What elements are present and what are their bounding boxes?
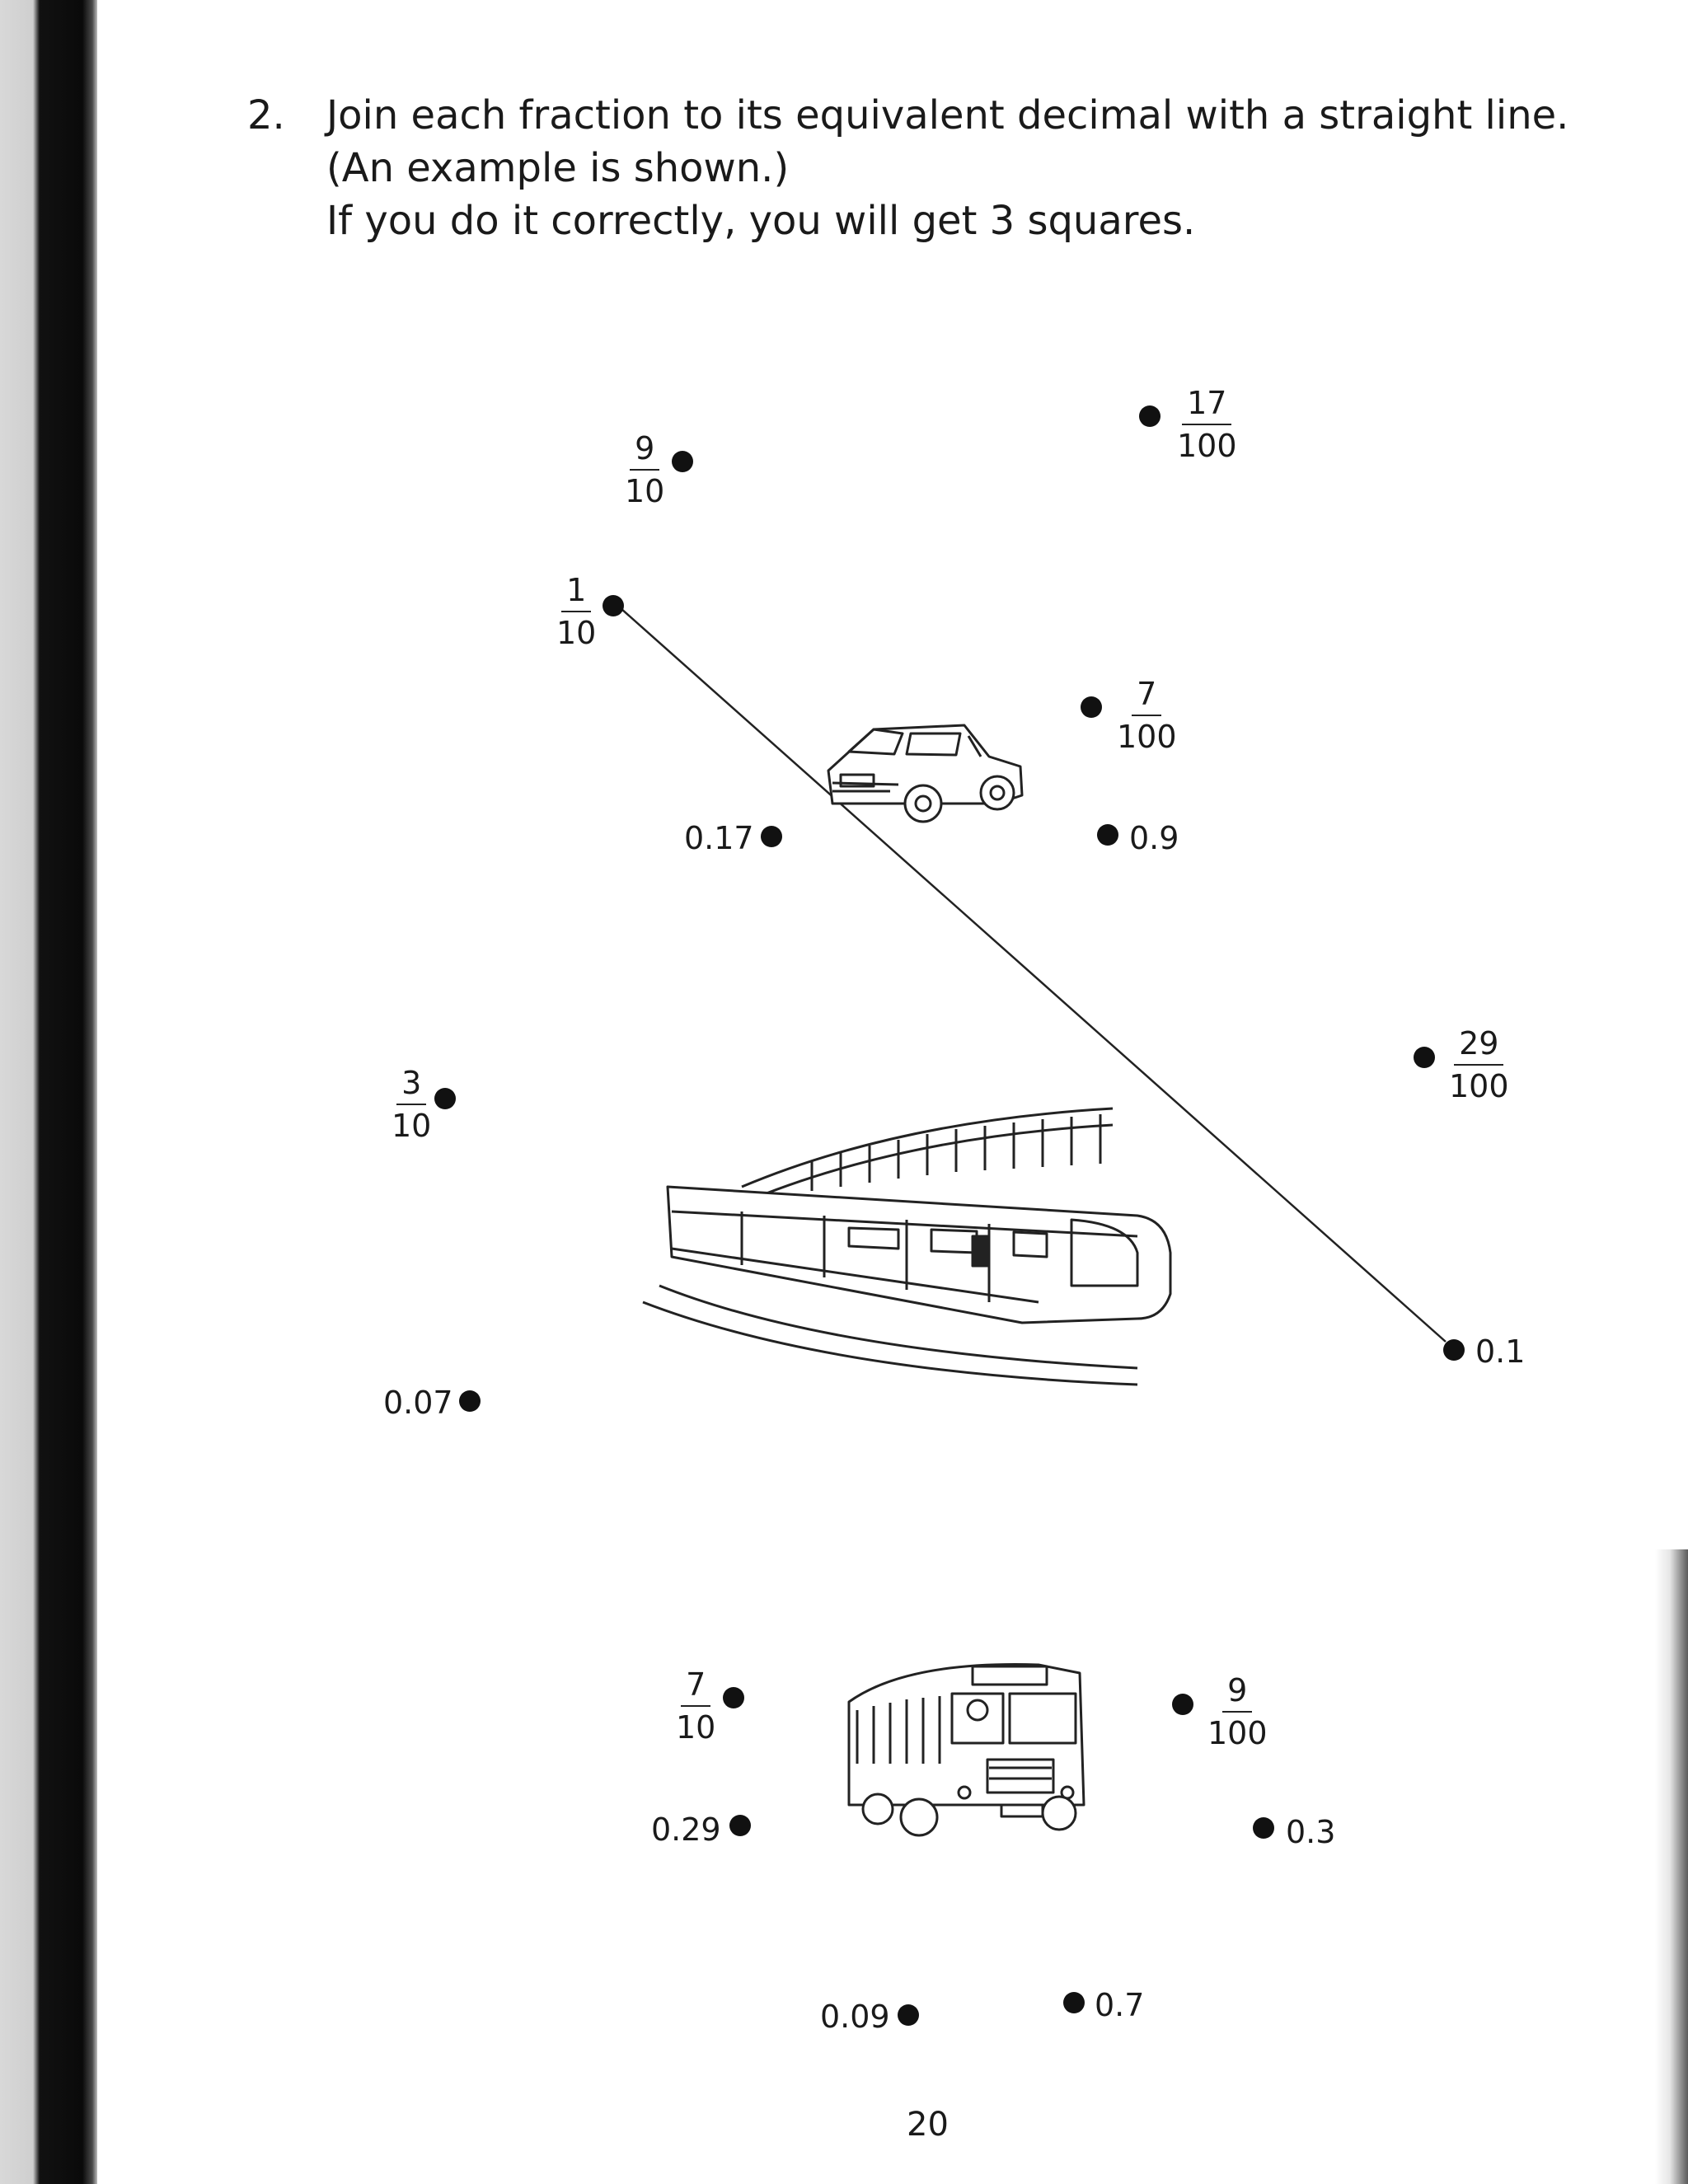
decimal-0-07-point[interactable] <box>459 1390 481 1412</box>
decimal-0-29-point[interactable] <box>729 1815 751 1836</box>
question-hint: If you do it correctly, you will get 3 s… <box>326 198 1196 244</box>
decimal-0-07: 0.07 <box>383 1385 453 1421</box>
train-illustration <box>642 1107 1172 1386</box>
decimal-0-29: 0.29 <box>651 1811 721 1848</box>
bus-illustration <box>847 1663 1085 1837</box>
fraction-1-10-point[interactable] <box>603 595 624 616</box>
decimal-0-7-point[interactable] <box>1063 1992 1085 2013</box>
car-illustration <box>827 724 1024 823</box>
decimal-0-17: 0.17 <box>684 820 754 856</box>
fraction-9-100-point[interactable] <box>1172 1694 1193 1715</box>
fraction-17-100-point[interactable] <box>1139 405 1160 427</box>
decimal-0-3: 0.3 <box>1286 1814 1336 1850</box>
decimal-0-3-point[interactable] <box>1253 1817 1274 1839</box>
question-example-note: (An example is shown.) <box>326 145 790 191</box>
fraction-3-10-point[interactable] <box>434 1088 456 1109</box>
decimal-0-1-point[interactable] <box>1443 1339 1465 1361</box>
decimal-0-09-point[interactable] <box>898 2004 919 2026</box>
fraction-9-10-point[interactable] <box>672 451 693 472</box>
decimal-0-7: 0.7 <box>1095 1987 1145 2023</box>
decimal-0-9-point[interactable] <box>1097 824 1118 846</box>
question-instruction: Join each fraction to its equivalent dec… <box>326 92 1569 138</box>
fraction-29-100-point[interactable] <box>1414 1047 1435 1068</box>
decimal-0-09: 0.09 <box>820 1999 890 2035</box>
decimal-0-1: 0.1 <box>1475 1333 1526 1370</box>
scan-shadow-right <box>1655 1549 1688 2184</box>
page-number: 20 <box>907 2106 949 2144</box>
example-connection-line <box>612 601 1447 1343</box>
fraction-7-100-point[interactable] <box>1081 696 1102 718</box>
decimal-0-17-point[interactable] <box>761 826 782 847</box>
fraction-7-10-point[interactable] <box>723 1687 744 1708</box>
question-number: 2. <box>247 92 285 138</box>
decimal-0-9: 0.9 <box>1129 820 1179 856</box>
scan-shadow-left <box>0 0 97 2184</box>
